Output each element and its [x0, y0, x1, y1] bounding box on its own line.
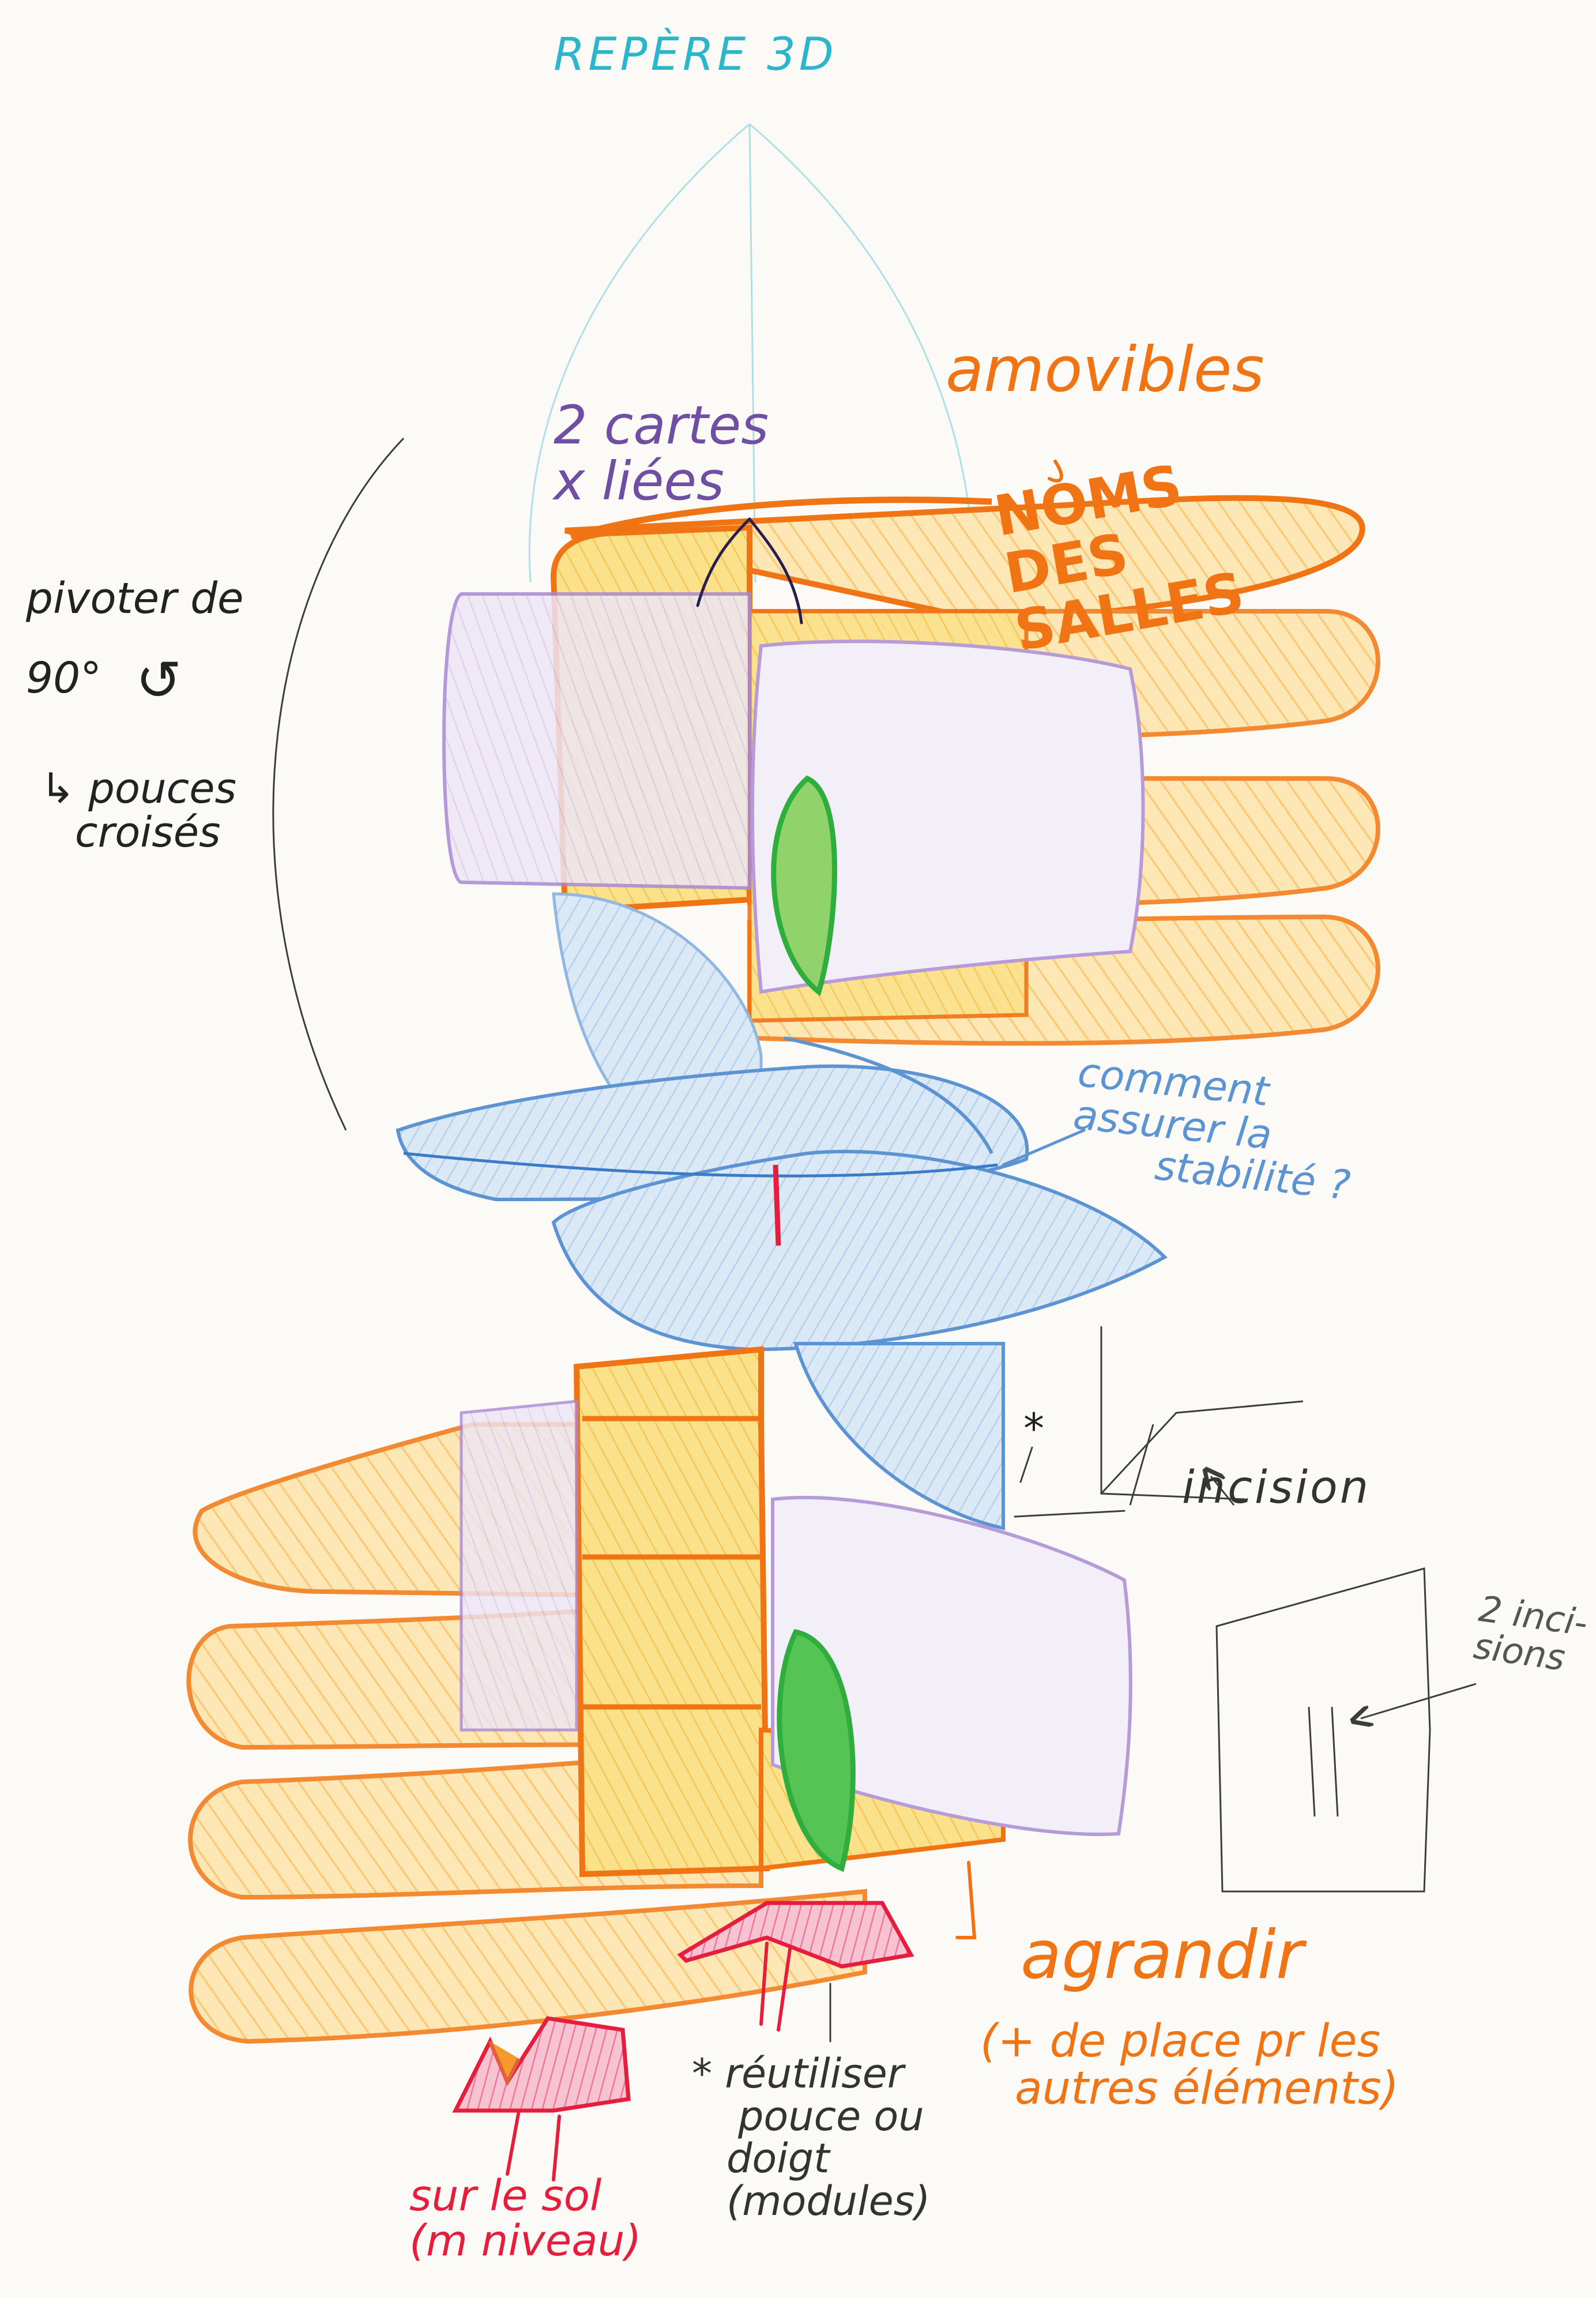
- annotation-arrows: [506, 460, 1126, 2182]
- title-label: REPÈRE 3D: [554, 29, 837, 81]
- rotate-label: pivoter de 90°: [26, 574, 268, 703]
- lower-purple-card: [460, 1400, 1132, 1836]
- crossed-thumbs-label: ↳ pouces croisés: [40, 764, 271, 856]
- red-module-small: [452, 2016, 631, 2113]
- floor-line-1: sur le sol: [409, 2171, 602, 2221]
- upper-green-thumb: [771, 775, 837, 996]
- enlarge-note-line-1: (+ de place pr les: [980, 2015, 1381, 2067]
- two-incisions-sketch: [1215, 1567, 1477, 1893]
- blue-crossed-thumbs: [396, 892, 1168, 1530]
- incision-star: *: [1023, 1404, 1044, 1453]
- rotation-arc: [272, 437, 405, 1131]
- crossed-thumbs-line-2: croisés: [75, 807, 221, 856]
- removable-label: amovibles: [946, 334, 1264, 406]
- rotate-arrow-icon: ↺: [135, 648, 182, 713]
- linked-cards-line-2: x liées: [554, 450, 724, 512]
- reuse-line-2: pouce ou: [738, 2092, 924, 2140]
- incision-label: incision: [1182, 1462, 1371, 1514]
- rotate-line-1: pivoter de: [26, 574, 244, 623]
- red-module-base: [677, 1901, 914, 1969]
- enlarge-note: (+ de place pr les autres éléments): [980, 2018, 1574, 2113]
- enlarge-note-line-2: autres éléments): [1015, 2062, 1399, 2115]
- lower-green-thumb: [777, 1628, 856, 1872]
- floor-line-2: (m niveau): [409, 2216, 642, 2266]
- red-incision-mark: [773, 1164, 781, 1246]
- floor-label: sur le sol (m niveau): [409, 2171, 709, 2266]
- reuse-line-1: * réutiliser: [692, 2050, 904, 2097]
- incision-sketch: [1100, 1326, 1304, 1506]
- upper-purple-card: [442, 592, 1145, 994]
- linked-cards-line-1: 2 cartes: [554, 394, 769, 456]
- two-incisions-label: 2 inci- sions: [1471, 1588, 1596, 1680]
- rotate-line-2: 90°: [26, 653, 102, 703]
- reuse-label: * réutiliser pouce ou doigt (modules): [692, 2050, 1015, 2225]
- enlarge-label: agrandir: [1021, 1916, 1304, 1994]
- crossed-thumbs-line-1: ↳ pouces: [40, 764, 236, 813]
- linked-cards-label: 2 cartes x liées: [554, 394, 796, 512]
- reuse-line-3: doigt (modules): [727, 2135, 931, 2225]
